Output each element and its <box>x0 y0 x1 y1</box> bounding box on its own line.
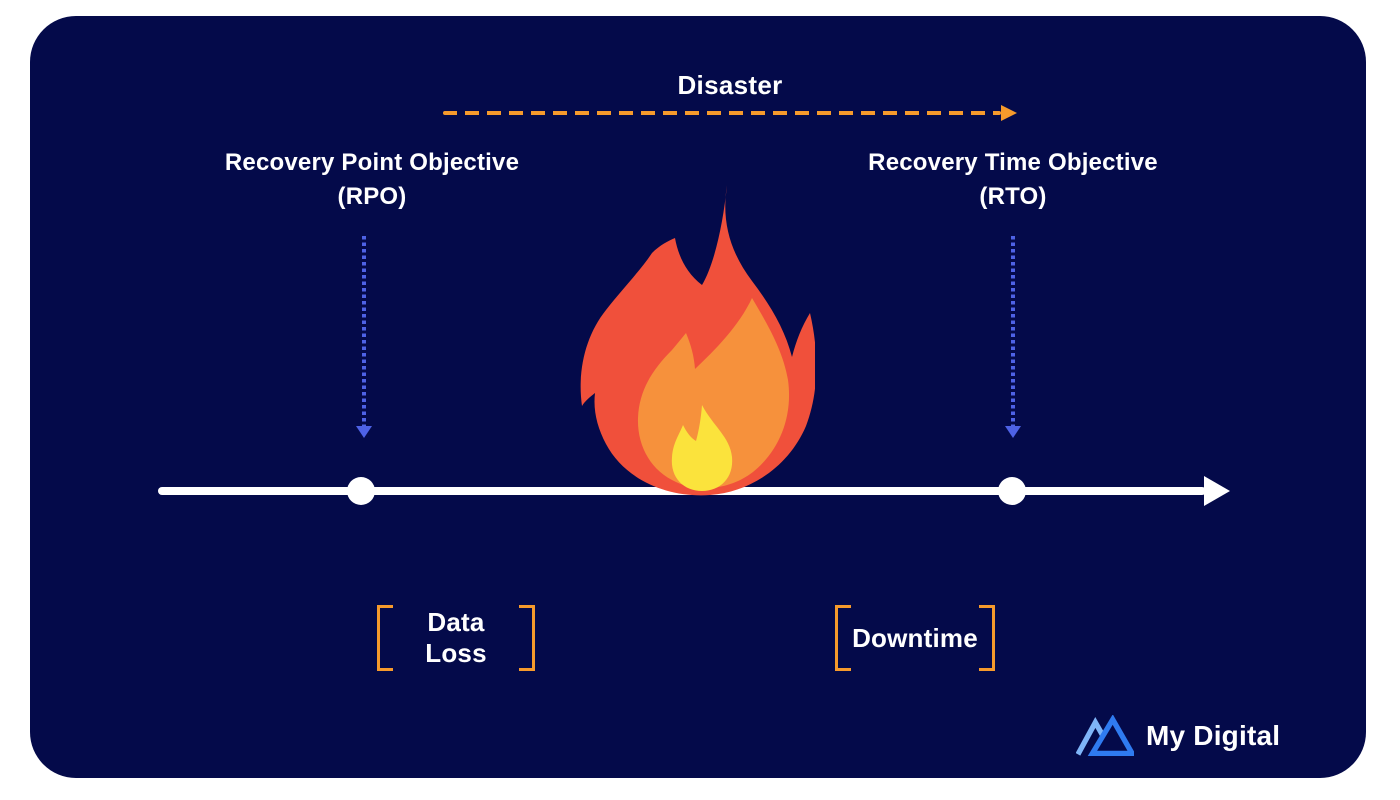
rpo-label-line1: Recovery Point Objective <box>224 149 520 176</box>
rpo-dotted-arrow-down-icon <box>362 236 366 426</box>
rpo-label-line2: (RPO) <box>337 183 407 210</box>
rto-dotted-arrowhead-icon <box>1005 426 1021 438</box>
close-bracket-icon <box>519 605 535 671</box>
dashed-arrow-right-icon <box>443 111 1001 115</box>
rpo-dotted-arrowhead-icon <box>356 426 372 438</box>
data-loss-annotation: Data Loss <box>377 605 535 671</box>
fire-icon <box>580 183 815 498</box>
close-bracket-icon <box>979 605 995 671</box>
dashed-arrowhead-icon <box>1001 105 1017 121</box>
rpo-label: Recovery Point Objective (RPO) <box>202 146 542 214</box>
rto-point-marker <box>998 477 1026 505</box>
disaster-label: Disaster <box>677 70 783 100</box>
downtime-label: Downtime <box>852 622 978 653</box>
mountain-logo-icon <box>1076 715 1134 757</box>
brand-name: My Digital <box>1146 720 1281 751</box>
downtime-annotation: Downtime <box>835 605 995 671</box>
open-bracket-icon <box>377 605 393 671</box>
brand-logo: My Digital <box>1076 714 1280 758</box>
rto-label-line2: (RTO) <box>979 183 1047 210</box>
rto-dotted-arrow-down-icon <box>1011 236 1015 426</box>
rpo-point-marker <box>347 477 375 505</box>
timeline-arrow-right-icon <box>1204 476 1230 506</box>
open-bracket-icon <box>835 605 851 671</box>
data-loss-label: Data Loss <box>425 607 487 668</box>
rto-label: Recovery Time Objective (RTO) <box>843 146 1183 214</box>
rto-label-line1: Recovery Time Objective <box>868 149 1158 176</box>
